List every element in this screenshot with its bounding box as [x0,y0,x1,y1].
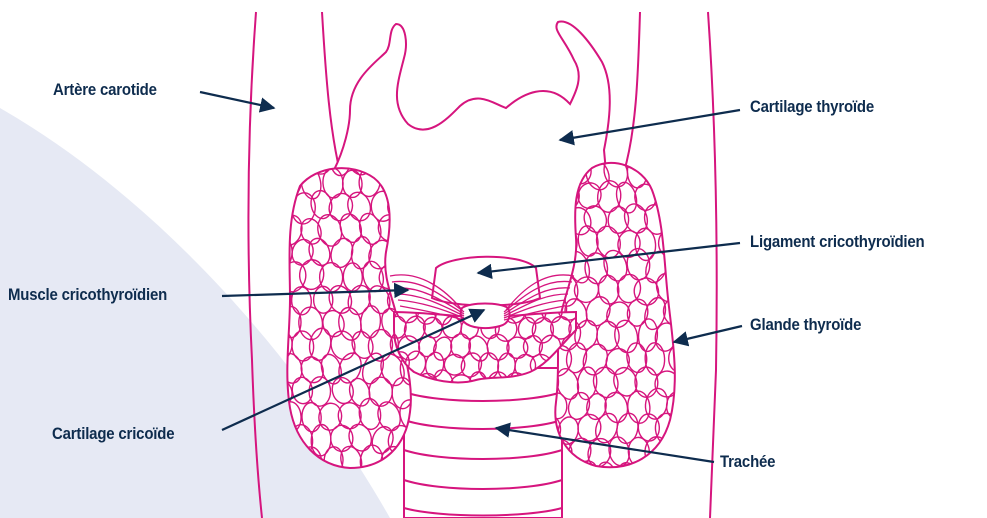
thyroid-follicle [666,436,690,465]
thyroid-follicle [547,252,571,285]
thyroid-follicle [381,167,403,197]
cricothyroid-ligament [432,257,540,306]
thyroid-follicle [657,134,680,165]
thyroid-follicle [631,135,660,167]
label-cricothyroid-muscle: Muscle cricothyroïdien [8,285,167,305]
thyroid-follicle [543,203,569,237]
thyroid-follicle [665,204,690,233]
label-cricothyroid-ligament: Ligament cricothyroïdien [750,232,925,252]
label-cricoid-cartilage: Cartilage cricoïde [52,424,174,444]
thyroid-follicle [399,167,425,198]
label-thyroid-cartilage: Cartilage thyroïde [750,97,874,117]
arrow-thyroid-gland [674,326,742,342]
thyroid-follicle [666,248,690,283]
label-trachea: Trachée [720,452,775,472]
thyroid-follicle [635,457,662,493]
label-thyroid-gland: Glande thyroïde [750,315,861,335]
cricoid-cartilage [461,304,510,329]
label-carotid-artery: Artère carotide [53,80,157,100]
thyroid-follicle [655,181,683,213]
thyroid-follicle [397,215,422,244]
arrow-carotid-artery [200,92,274,108]
thyroid-follicle [612,132,639,165]
thyroid-follicle [389,236,416,270]
thyroid-follicle [309,148,331,174]
thyroid-follicle [535,179,564,214]
thyroid-follicle [289,143,314,174]
thyroid-follicle [654,461,680,493]
thyroid-cartilage [334,22,610,172]
trachea [404,368,562,518]
thyroid-follicle [272,146,292,174]
thyroid-follicle [665,156,687,188]
thyroid-follicle [537,228,559,255]
